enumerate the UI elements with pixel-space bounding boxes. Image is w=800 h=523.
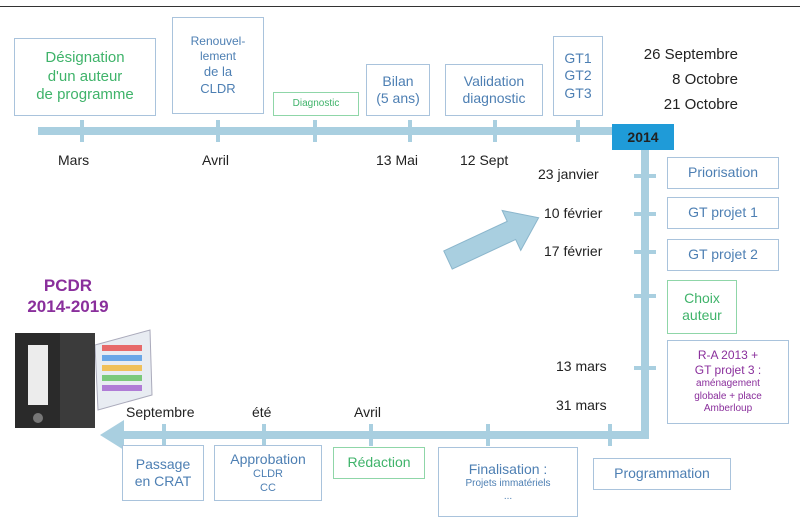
box-text-line: Programmation xyxy=(614,465,710,482)
box-priorisation: Priorisation xyxy=(667,157,779,189)
box-diagnostic: Diagnostic xyxy=(273,92,359,116)
box-text-line: lement xyxy=(199,49,237,64)
box-text-line: ... xyxy=(503,490,513,502)
right-ticks xyxy=(634,174,656,370)
box-text-line: en CRAT xyxy=(134,473,192,489)
pcdr-line: 2014-2019 xyxy=(27,297,109,317)
pcdr-line: PCDR xyxy=(43,276,93,295)
box-text-line: Projets immatériels xyxy=(465,478,551,490)
box-programmation: Programmation xyxy=(593,458,731,490)
box-text-line: GT projet 1 xyxy=(688,204,758,221)
box-passage-crat: Passage en CRAT xyxy=(122,445,204,501)
box-renouvellement-cldr: Renouvel- lement de la CLDR xyxy=(172,17,264,114)
box-text-line: de la xyxy=(203,64,233,80)
box-validation-diagnostic: Validation diagnostic xyxy=(445,64,543,116)
date-13-mars: 13 mars xyxy=(556,358,607,374)
box-text-line: d'un auteur xyxy=(47,67,123,85)
box-text-line: diagnostic xyxy=(462,90,526,106)
box-text-line: Validation xyxy=(463,72,525,89)
date-10-fevrier: 10 février xyxy=(544,205,603,221)
box-text-line: Désignation xyxy=(45,48,125,66)
gt-date: 8 Octobre xyxy=(672,71,738,88)
box-text-line: globale + place xyxy=(694,390,762,402)
box-text-line: Approbation xyxy=(230,450,306,467)
box-bilan: Bilan (5 ans) xyxy=(366,64,430,116)
box-text-line: Passage xyxy=(135,455,191,472)
box-text-line: Choix xyxy=(684,289,720,306)
box-text-line: GT1 xyxy=(564,49,592,66)
gt-date: 26 Septembre xyxy=(643,46,738,63)
date-17-fevrier: 17 février xyxy=(544,243,603,259)
date-mars: Mars xyxy=(58,152,90,168)
box-text-line: GT3 xyxy=(564,84,592,101)
diagonal-arrow xyxy=(443,209,540,270)
box-text-line: R-A 2013 + xyxy=(697,348,759,363)
box-text-line: Bilan xyxy=(382,72,414,89)
box-gt-projet-2: GT projet 2 xyxy=(667,239,779,271)
box-text-line: Finalisation : xyxy=(468,460,548,477)
date-12-sept: 12 Sept xyxy=(460,152,509,168)
box-text-line: Amberloup xyxy=(703,403,753,415)
date-ete: été xyxy=(252,404,272,420)
date-31-mars: 31 mars xyxy=(556,397,607,413)
box-text-line: CC xyxy=(260,481,276,494)
gt-dates: 26 Septembre 8 Octobre 21 Octobre xyxy=(620,42,738,117)
date-septembre: Septembre xyxy=(126,404,195,420)
pcdr-title: PCDR 2014-2019 xyxy=(14,275,122,318)
box-text-line: Diagnostic xyxy=(292,97,340,109)
box-approbation: Approbation CLDR CC xyxy=(214,445,322,501)
timeline-arrowhead xyxy=(100,420,124,450)
box-gt-projet-1: GT projet 1 xyxy=(667,197,779,229)
top-ticks xyxy=(80,120,580,142)
box-text-line: GT projet 3 : xyxy=(694,363,762,378)
box-text-line: GT projet 2 xyxy=(688,246,758,263)
box-gt: GT1 GT2 GT3 xyxy=(553,36,603,116)
box-finalisation: Finalisation : Projets immatériels ... xyxy=(438,447,578,517)
box-ra-2013: R-A 2013 + GT projet 3 : aménagement glo… xyxy=(667,340,789,424)
box-choix-auteur: Choix auteur xyxy=(667,280,737,334)
box-text-line: Priorisation xyxy=(687,164,759,181)
box-redaction: Rédaction xyxy=(333,447,425,479)
binder-illustration xyxy=(15,329,153,428)
box-text-line: CLDR xyxy=(253,468,283,480)
date-13-mai: 13 Mai xyxy=(376,152,419,168)
box-text-line: aménagement xyxy=(696,378,760,390)
box-text-line: Renouvel- xyxy=(190,34,246,49)
date-avril: Avril xyxy=(202,152,229,168)
year-badge: 2014 xyxy=(612,124,674,150)
box-text-line: CLDR xyxy=(200,80,236,96)
top-rule xyxy=(0,6,800,7)
date-avril-bottom: Avril xyxy=(354,404,381,420)
box-text-line: Rédaction xyxy=(347,454,411,471)
box-text-line: auteur xyxy=(682,307,722,323)
box-text-line: de programme xyxy=(36,86,134,104)
box-text-line: (5 ans) xyxy=(376,90,420,106)
bottom-ticks xyxy=(162,424,612,446)
gt-date: 21 Octobre xyxy=(663,96,738,113)
box-designation-auteur: Désignation d'un auteur de programme xyxy=(14,38,156,116)
box-text-line: GT2 xyxy=(564,67,592,84)
date-23-janvier: 23 janvier xyxy=(538,166,599,182)
